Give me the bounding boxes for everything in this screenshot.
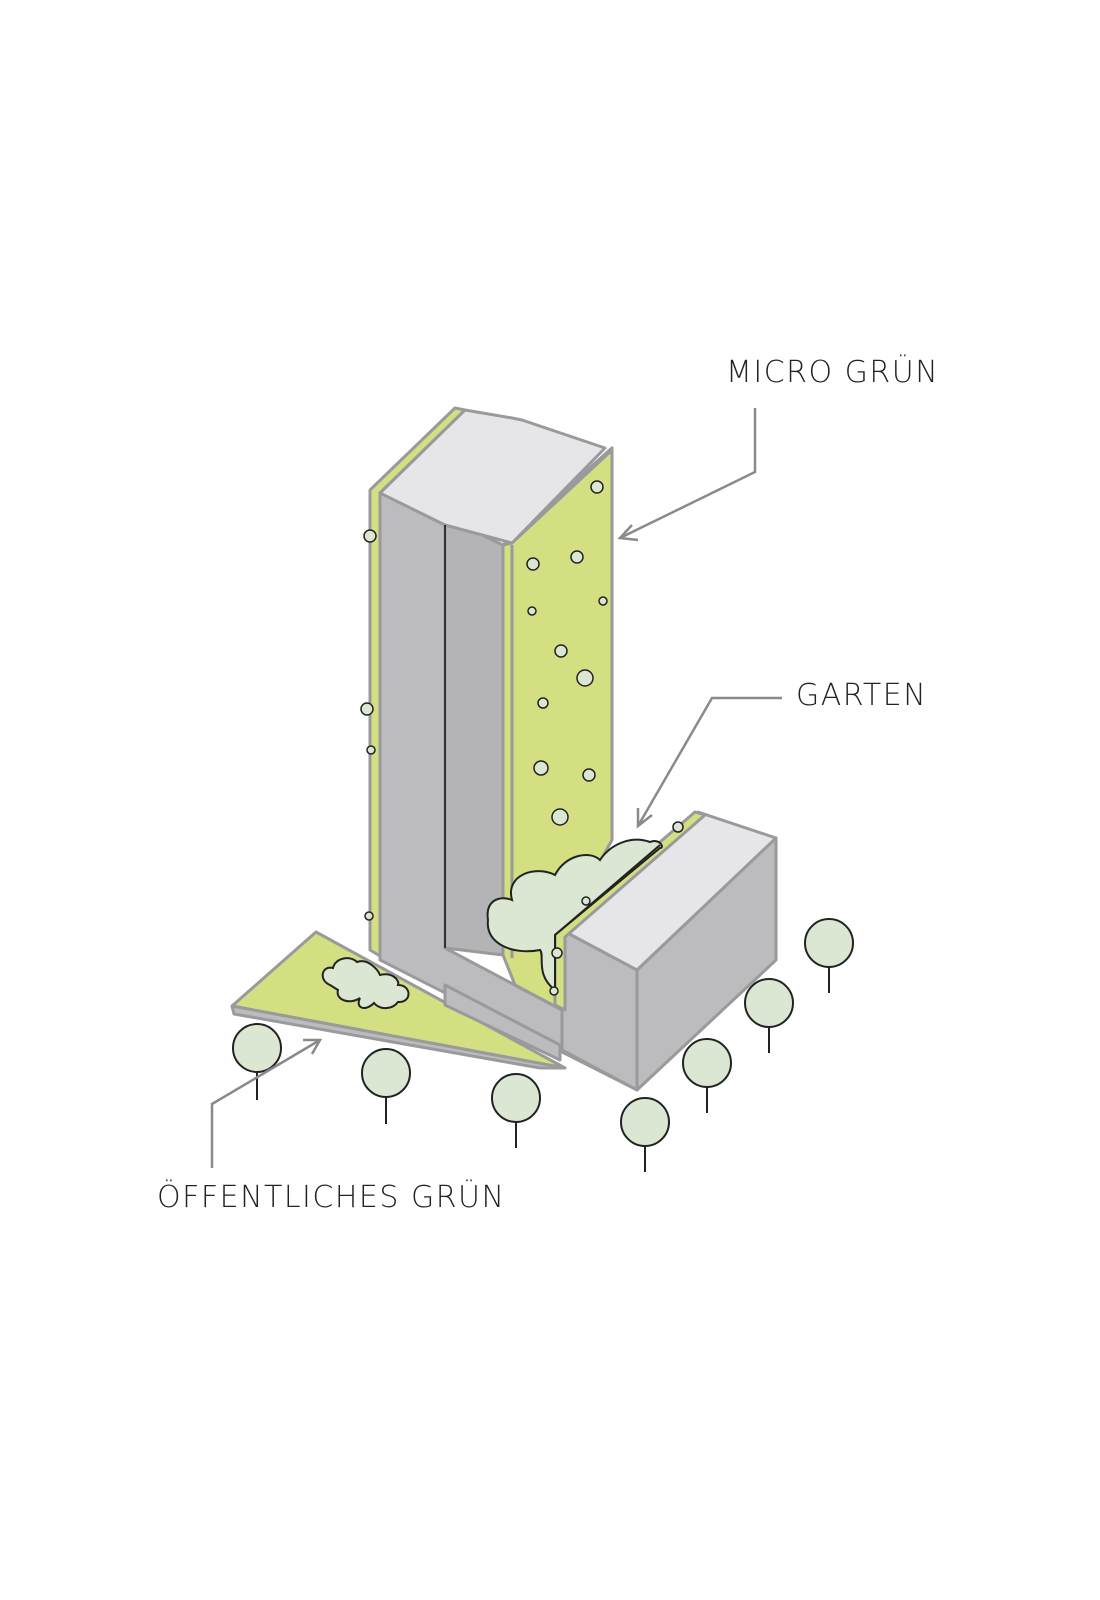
plaza-edge — [230, 1004, 567, 1070]
tree — [620, 1097, 670, 1147]
tree — [804, 918, 854, 968]
plaza-shrub — [321, 957, 410, 1010]
garten-arrow — [636, 696, 782, 827]
ledge — [443, 983, 562, 1062]
trees — [232, 918, 854, 1172]
label-public-green: ÖFFENTLICHES GRÜN — [157, 1180, 506, 1215]
public-green-arrow — [210, 1038, 321, 1168]
tree — [361, 1048, 411, 1098]
tower-recess-face — [443, 520, 505, 957]
garden-shrub — [486, 838, 663, 993]
label-micro-green: MICRO GRÜN — [726, 355, 940, 390]
tree — [744, 978, 794, 1028]
tower-roof — [378, 408, 607, 545]
micro-green-dots — [360, 480, 684, 996]
tree — [682, 1038, 732, 1088]
label-garten: GARTEN — [796, 678, 928, 713]
tree — [232, 1023, 282, 1073]
tree — [491, 1073, 541, 1123]
micro-green-arrow — [619, 408, 757, 540]
